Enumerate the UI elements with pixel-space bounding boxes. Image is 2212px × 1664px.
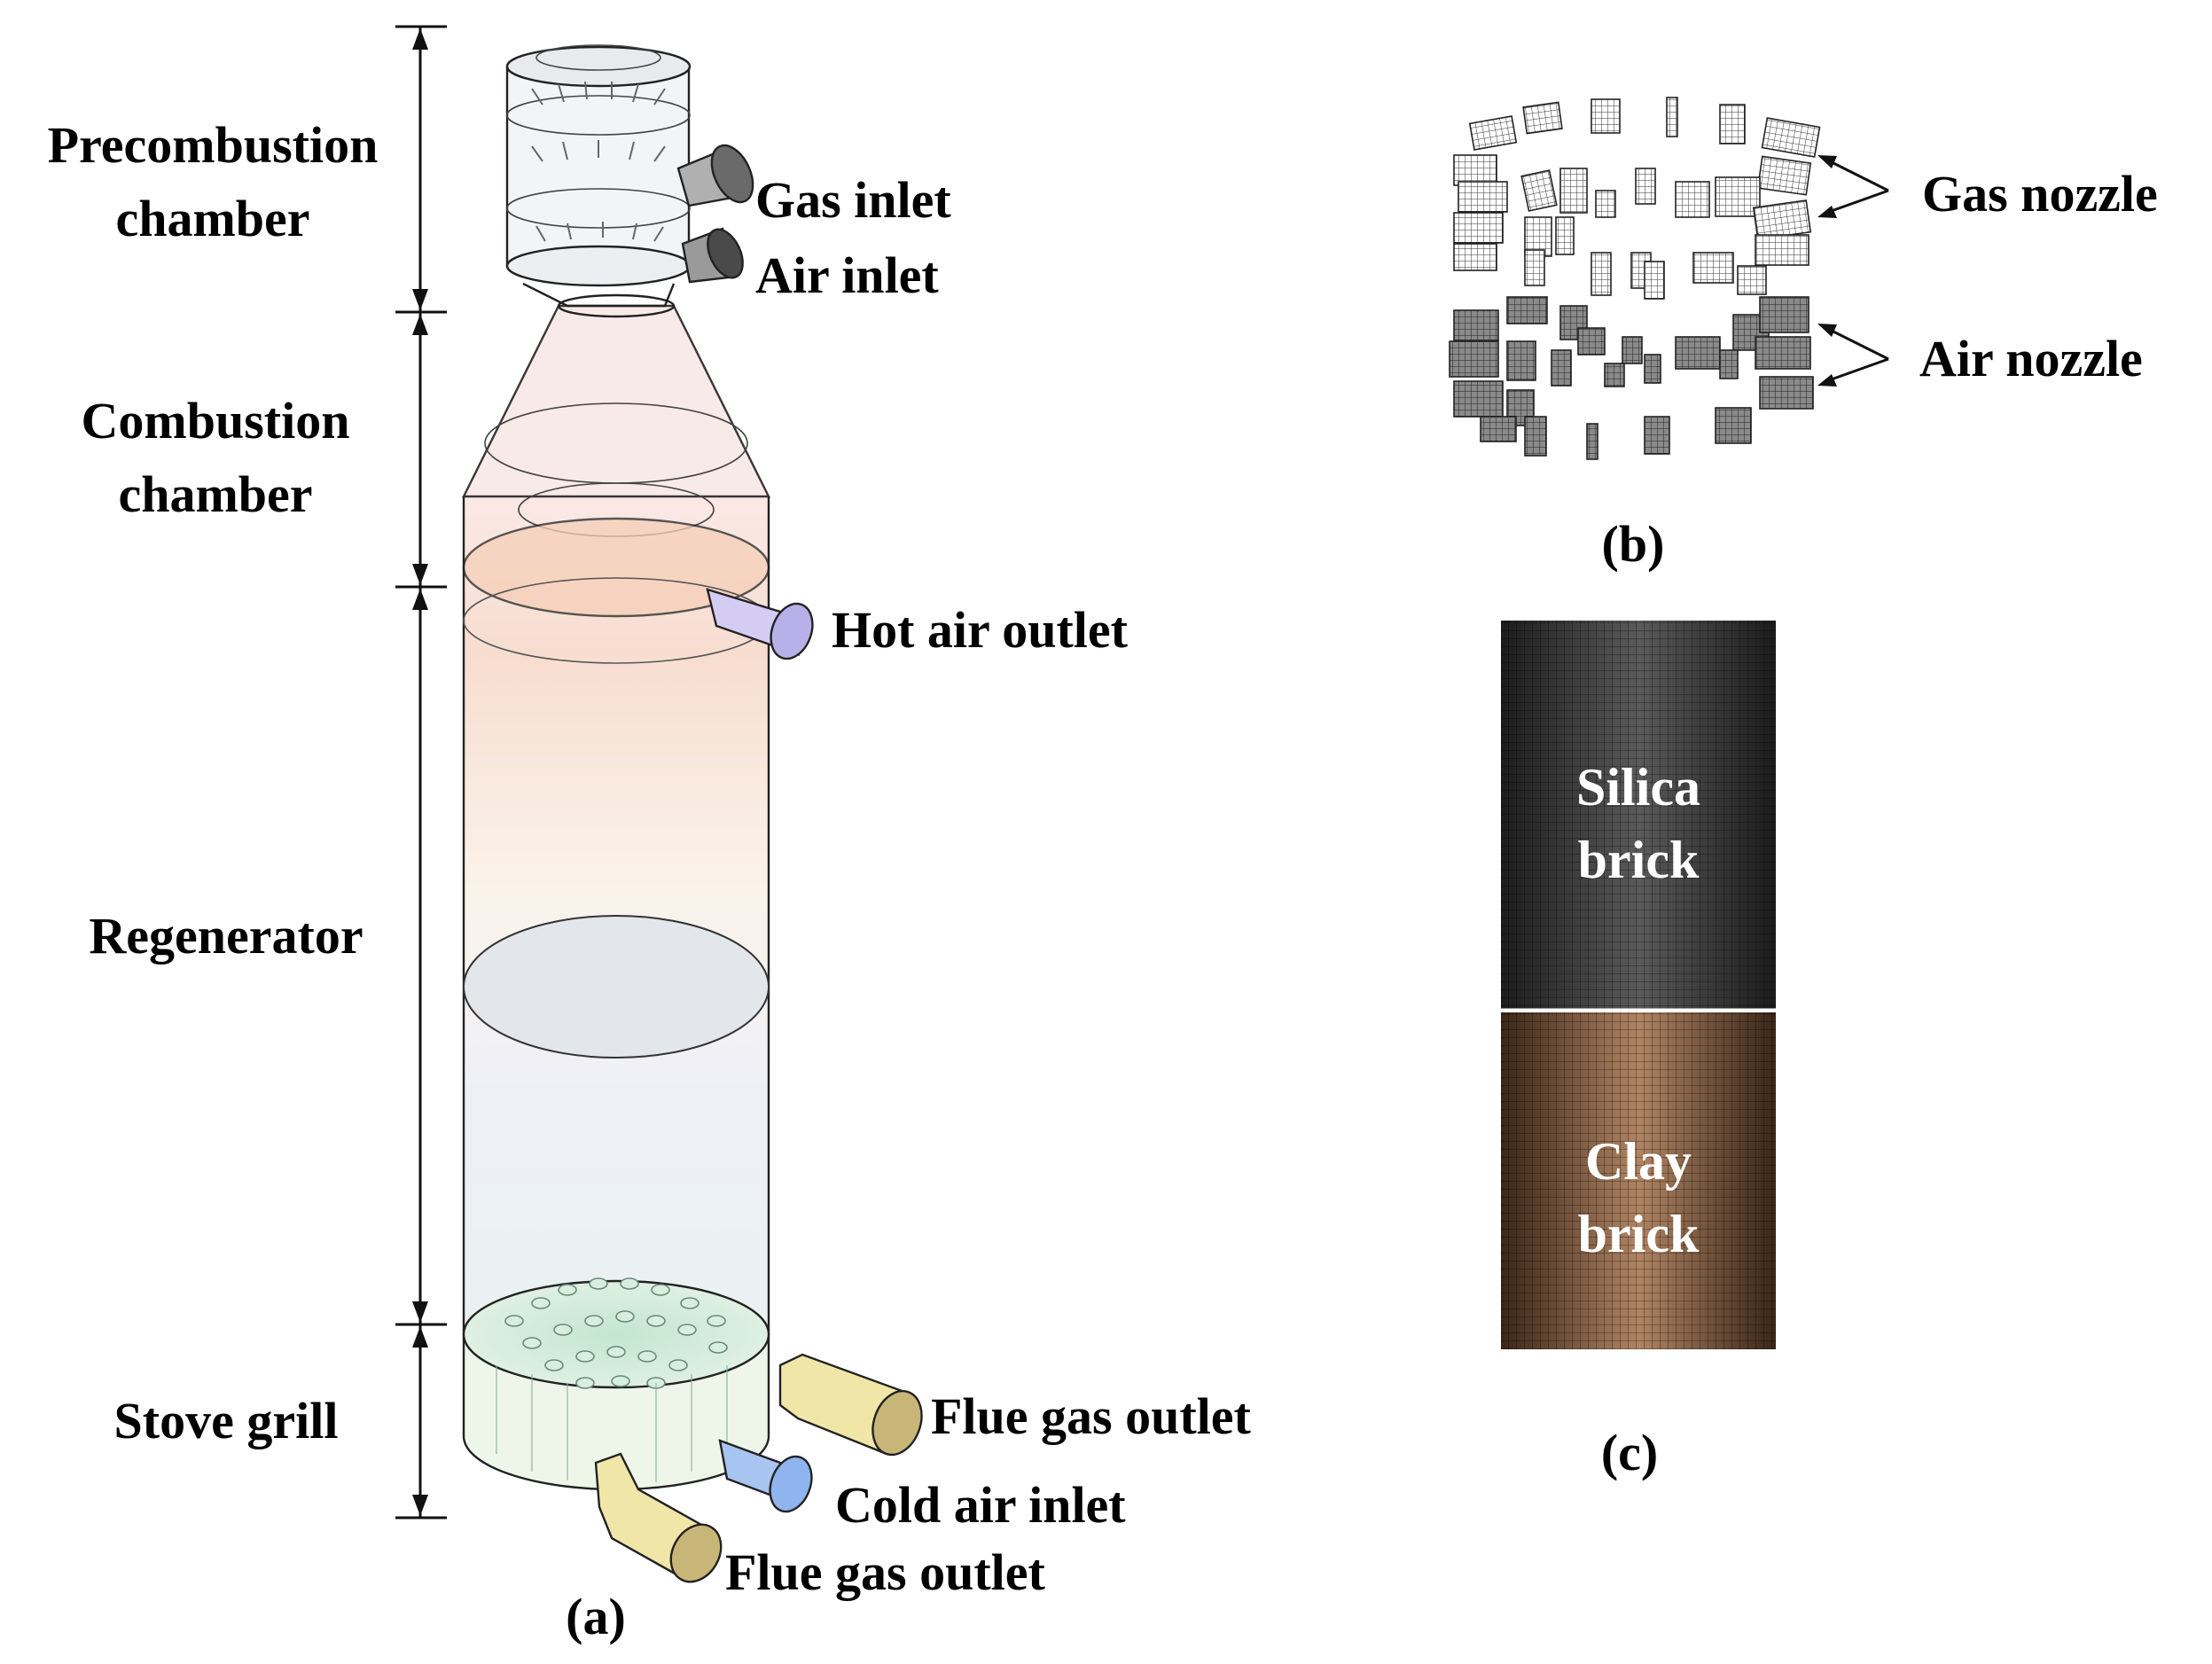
hot-air-outlet-pipe	[706, 588, 814, 660]
label-air-nozzle: Air nozzle	[1919, 330, 2143, 387]
label-combustion-line2: chamber	[118, 465, 312, 523]
label-regenerator: Regenerator	[89, 907, 363, 965]
flue-gas-outlet-bottom-pipe	[594, 1452, 723, 1583]
label-silica: Silica	[1576, 758, 1700, 816]
label-stove-grill: Stove grill	[114, 1392, 339, 1449]
panel-c: Silica brick Clay brick (c)	[1501, 621, 1776, 1481]
caption-c: (c)	[1601, 1424, 1658, 1481]
label-combustion-line1: Combustion	[82, 392, 350, 449]
label-clay: Clay	[1585, 1132, 1692, 1191]
grill-tubes	[504, 1277, 728, 1389]
air-inlet-pipe	[681, 227, 744, 284]
gas-nozzle-ring	[1453, 97, 1821, 300]
caption-a: (a)	[566, 1588, 626, 1645]
precombustion-chamber	[505, 44, 692, 308]
label-silica-brick: brick	[1578, 831, 1700, 889]
cold-air-inlet-pipe	[718, 1439, 813, 1513]
label-flue-gas-outlet-right: Flue gas outlet	[931, 1387, 1252, 1445]
section-dimension-line	[395, 25, 447, 1519]
label-cold-air-inlet: Cold air inlet	[835, 1476, 1126, 1534]
label-precombustion-line1: Precombustion	[48, 116, 379, 174]
stove-body	[462, 293, 770, 1491]
label-precombustion-line2: chamber	[115, 190, 309, 247]
caption-b: (b)	[1602, 515, 1665, 573]
clay-brick-region	[1501, 1012, 1776, 1349]
label-gas-inlet: Gas inlet	[755, 171, 951, 229]
nozzle-arrows	[1825, 158, 1889, 383]
label-flue-gas-outlet-bottom: Flue gas outlet	[725, 1543, 1046, 1601]
gas-inlet-pipe	[676, 144, 754, 207]
label-air-inlet: Air inlet	[755, 246, 939, 304]
label-gas-nozzle: Gas nozzle	[1922, 165, 2158, 223]
label-clay-brick: brick	[1578, 1205, 1700, 1263]
label-hot-air-outlet: Hot air outlet	[832, 601, 1129, 659]
flue-gas-outlet-right-pipe	[778, 1353, 923, 1457]
air-nozzle-ring	[1449, 296, 1814, 460]
panel-b: Gas nozzle Air nozzle (b)	[1449, 97, 2158, 573]
silica-brick-region	[1501, 621, 1776, 1009]
panel-a: Precombustion chamber Combustion chamber…	[48, 25, 1252, 1645]
